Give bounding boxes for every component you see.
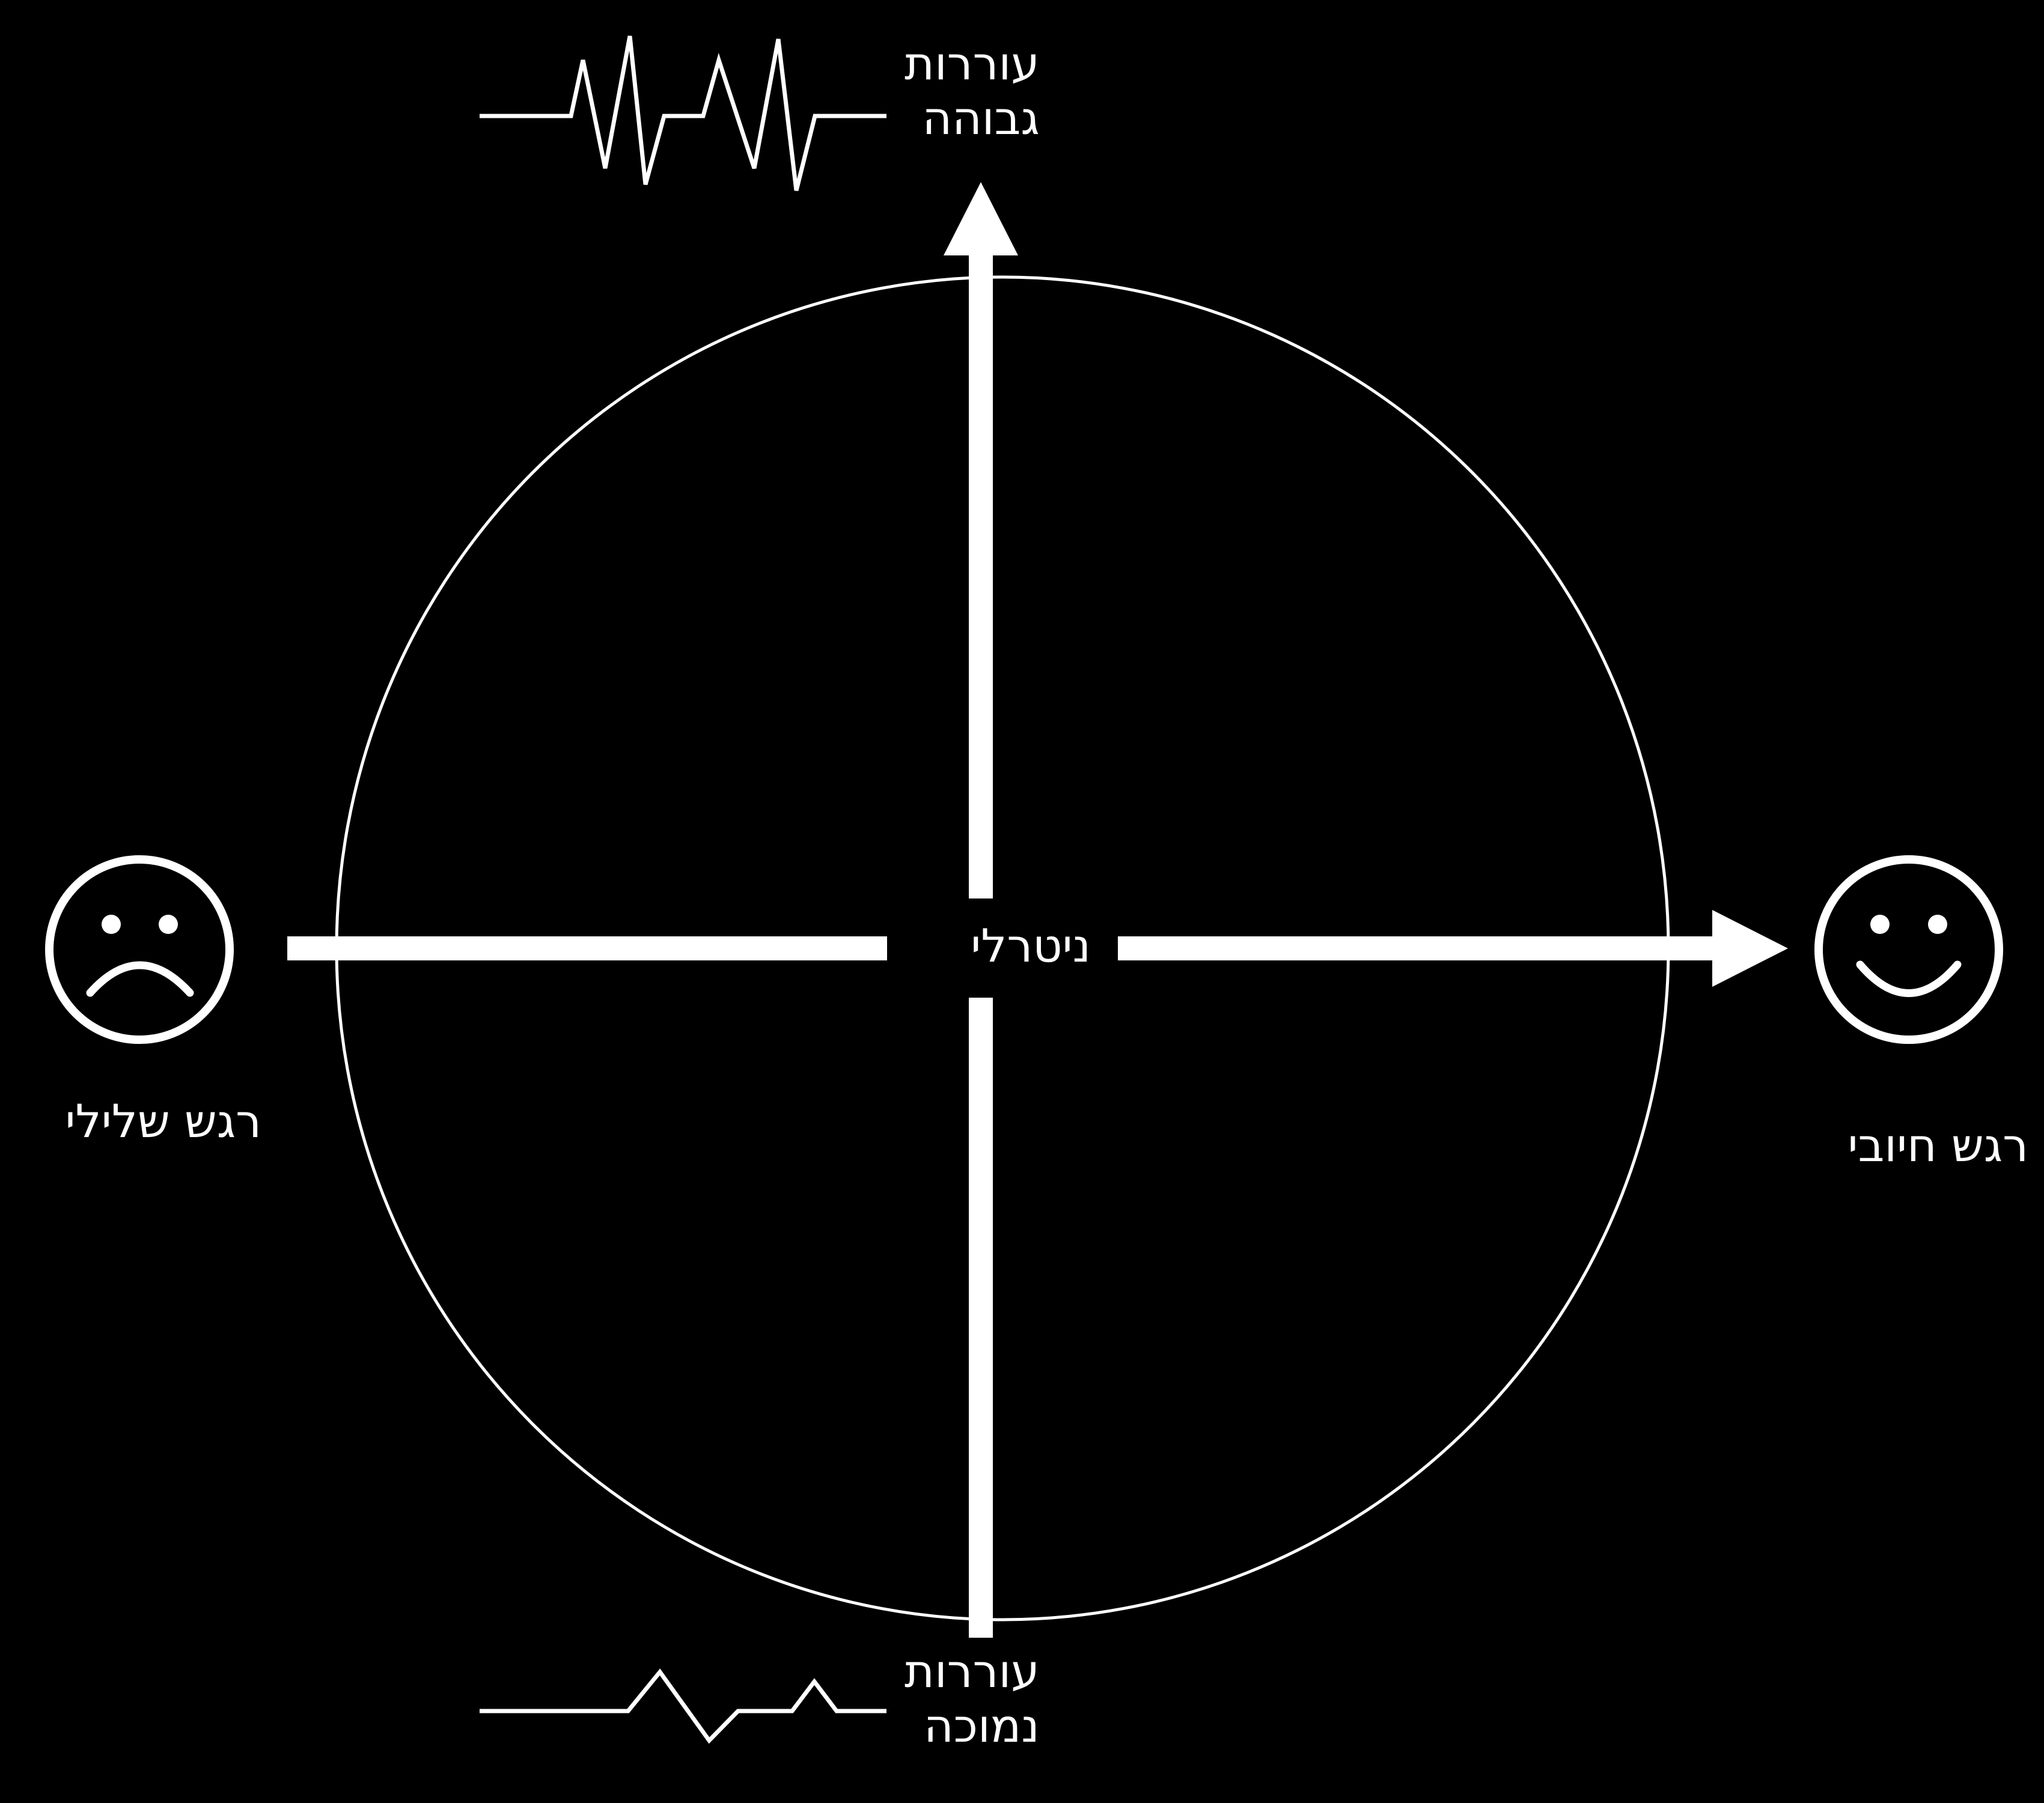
- high-arousal-label-line-1: עוררות: [905, 37, 1040, 90]
- sad-face-icon: [45, 855, 234, 1044]
- high-arousal-label: עוררות גבוהה: [905, 36, 1040, 145]
- vertical-axis-arrowhead: [944, 182, 1018, 255]
- negative-emotion-label: רגש שלילי: [65, 1094, 261, 1148]
- horizontal-axis-right: [1118, 936, 1716, 960]
- happy-face-icon: [1814, 855, 2003, 1044]
- vertical-axis-lower: [969, 998, 993, 1638]
- low-arousal-label: עוררות נמוכה: [905, 1644, 1040, 1753]
- low-arousal-label-line-1: עוררות: [905, 1644, 1040, 1698]
- horizontal-axis-arrowhead: [1712, 910, 1788, 987]
- neutral-label: ניטרלי: [971, 919, 1091, 972]
- horizontal-axis-left: [287, 936, 887, 960]
- vertical-axis-upper: [969, 255, 993, 898]
- low-arousal-wave-icon: [480, 1668, 886, 1744]
- high-arousal-wave-icon: [480, 35, 886, 191]
- positive-emotion-label: רגש חיובי: [1847, 1118, 2028, 1172]
- high-arousal-label-line-2: גבוהה: [922, 91, 1040, 145]
- low-arousal-label-line-2: נמוכה: [924, 1699, 1040, 1753]
